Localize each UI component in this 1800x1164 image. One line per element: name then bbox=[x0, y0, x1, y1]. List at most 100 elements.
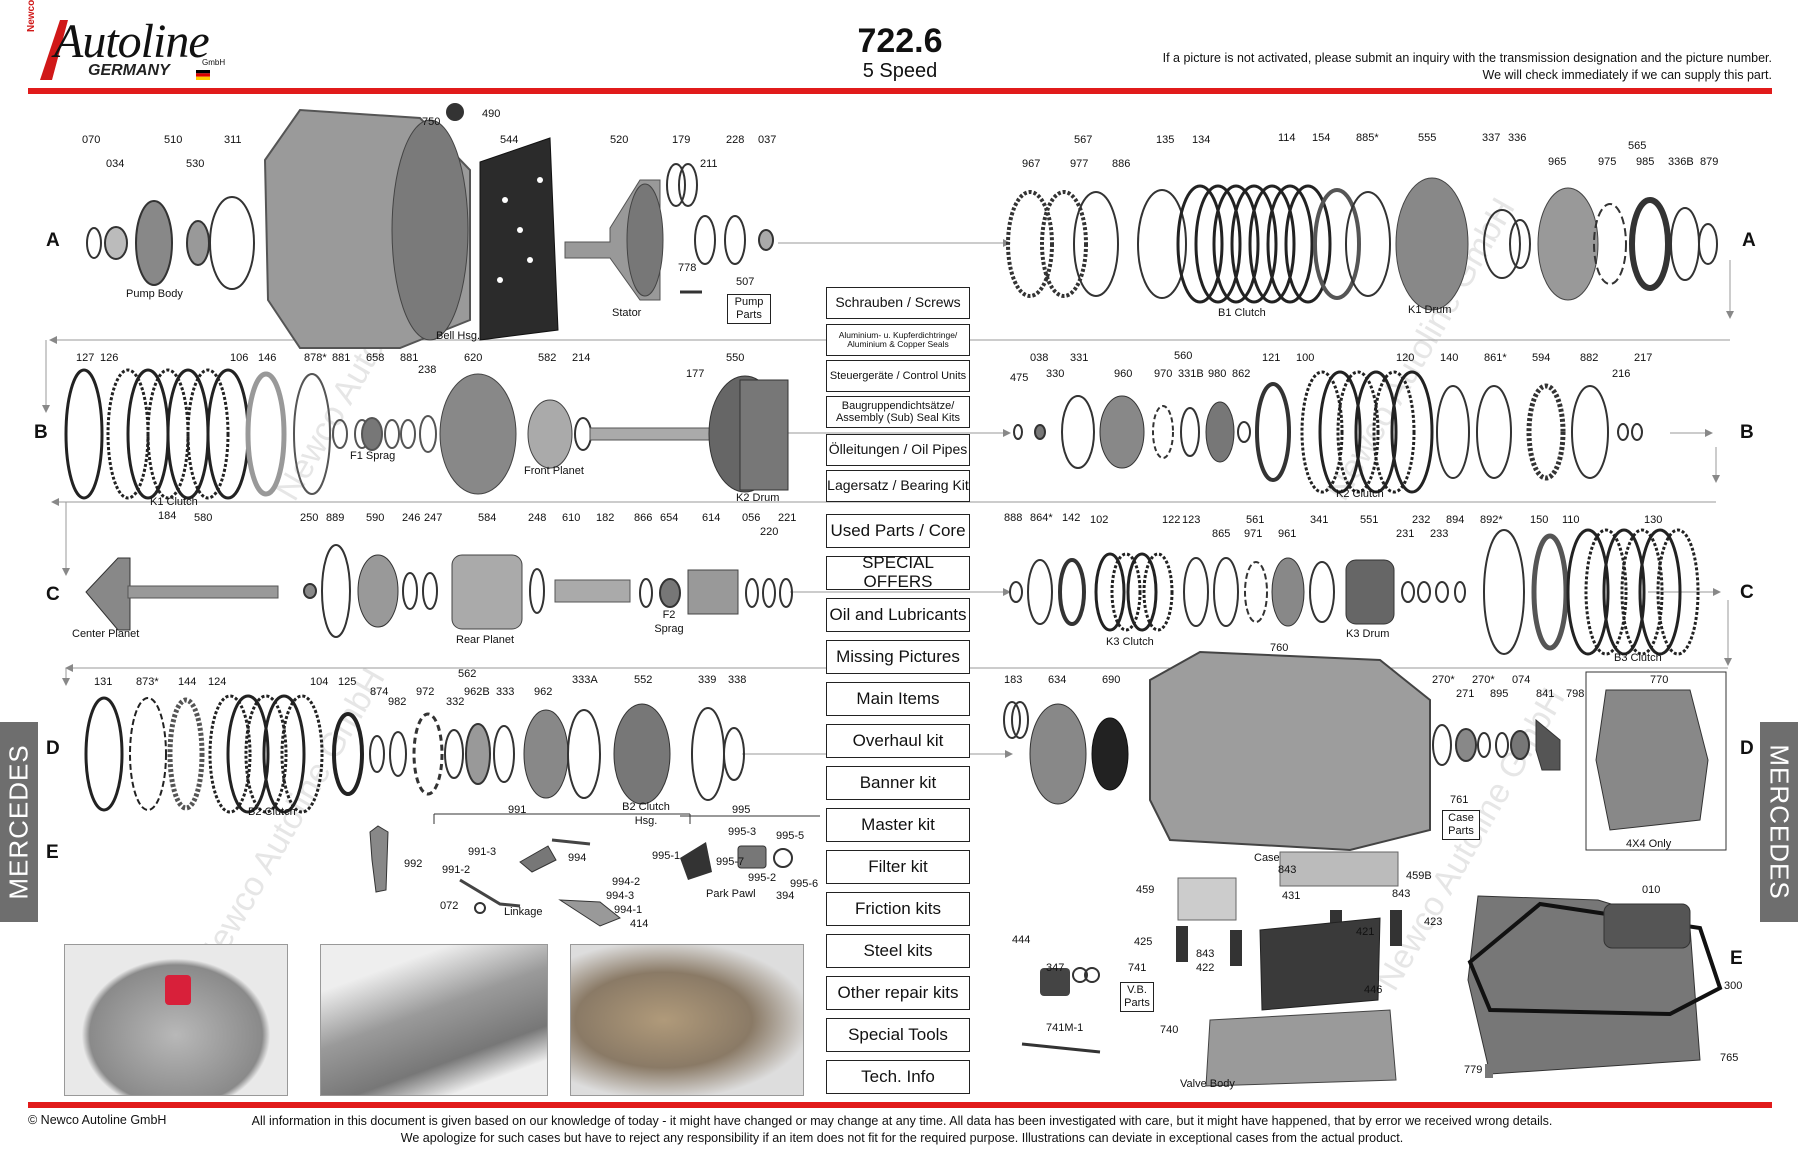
label-k3-drum[interactable]: K3 Drum bbox=[1346, 628, 1390, 640]
part-number[interactable]: 977 bbox=[1070, 158, 1089, 170]
label-vb-parts[interactable]: V.B. Parts bbox=[1120, 982, 1154, 1012]
part-number[interactable]: 778 bbox=[678, 262, 697, 274]
part-number[interactable]: 620 bbox=[464, 352, 483, 364]
part-number[interactable]: 311 bbox=[224, 134, 242, 146]
menu-friction-kits[interactable]: Friction kits bbox=[826, 892, 970, 926]
part-number[interactable]: 228 bbox=[726, 134, 745, 146]
part-number[interactable]: 654 bbox=[660, 512, 679, 524]
part-number[interactable]: 760 bbox=[1270, 642, 1289, 654]
part-number[interactable]: 270* bbox=[1472, 674, 1495, 686]
part-number[interactable]: 994-1 bbox=[614, 904, 643, 916]
part-number[interactable]: 134 bbox=[1192, 134, 1211, 146]
part-number[interactable]: 610 bbox=[562, 512, 581, 524]
part-number[interactable]: 582 bbox=[538, 352, 557, 364]
part-number[interactable]: 248 bbox=[528, 512, 547, 524]
part-number[interactable]: 991 bbox=[508, 804, 527, 816]
left-brand-tab[interactable]: MERCEDES bbox=[0, 722, 38, 922]
label-b2-clutch-hsg[interactable]: B2 Clutch Hsg. bbox=[622, 801, 670, 827]
part-number[interactable]: 994-3 bbox=[606, 890, 635, 902]
label-f1-sprag[interactable]: F1 Sprag bbox=[350, 450, 396, 462]
part-number[interactable]: 247 bbox=[424, 512, 443, 524]
part-number[interactable]: 881 bbox=[400, 352, 419, 364]
menu-used-parts[interactable]: Used Parts / Core bbox=[826, 514, 970, 548]
part-number[interactable]: 336B bbox=[1668, 156, 1694, 168]
part-number[interactable]: 994-2 bbox=[612, 876, 641, 888]
label-k3-clutch[interactable]: K3 Clutch bbox=[1106, 636, 1154, 648]
part-number[interactable]: 960 bbox=[1114, 368, 1133, 380]
part-number[interactable]: 142 bbox=[1062, 512, 1081, 524]
part-number[interactable]: 894 bbox=[1446, 514, 1465, 526]
part-number[interactable]: 843 bbox=[1392, 888, 1411, 900]
part-number[interactable]: 056 bbox=[742, 512, 761, 524]
part-number[interactable]: 741M-1 bbox=[1046, 1022, 1084, 1034]
part-number[interactable]: 507 bbox=[736, 276, 755, 288]
part-number[interactable]: 444 bbox=[1012, 934, 1031, 946]
label-pump-body[interactable]: Pump Body bbox=[126, 288, 183, 300]
part-number[interactable]: 127 bbox=[76, 352, 95, 364]
part-number[interactable]: 110 bbox=[1562, 514, 1580, 526]
part-number[interactable]: 634 bbox=[1048, 674, 1067, 686]
part-number[interactable]: 962B bbox=[464, 686, 490, 698]
part-number[interactable]: 072 bbox=[440, 900, 459, 912]
label-center-planet[interactable]: Center Planet bbox=[72, 628, 140, 640]
part-number[interactable]: 982 bbox=[388, 696, 407, 708]
menu-special-tools[interactable]: Special Tools bbox=[826, 1018, 970, 1052]
part-number[interactable]: 131 bbox=[94, 676, 113, 688]
part-number[interactable]: 991-2 bbox=[442, 864, 471, 876]
part-number[interactable]: 123 bbox=[1182, 514, 1201, 526]
part-number[interactable]: 555 bbox=[1418, 132, 1437, 144]
part-number[interactable]: 961 bbox=[1278, 528, 1297, 540]
part-number[interactable]: 246 bbox=[402, 512, 421, 524]
menu-oil-lubricants[interactable]: Oil and Lubricants bbox=[826, 598, 970, 632]
label-park-pawl[interactable]: Park Pawl bbox=[706, 888, 756, 900]
part-number[interactable]: 658 bbox=[366, 352, 385, 364]
label-front-planet[interactable]: Front Planet bbox=[524, 465, 584, 477]
part-number[interactable]: 038 bbox=[1030, 352, 1049, 364]
part-number[interactable]: 238 bbox=[418, 364, 437, 376]
part-number[interactable]: 332 bbox=[446, 696, 465, 708]
label-case[interactable]: Case bbox=[1254, 852, 1280, 864]
part-number[interactable]: 992 bbox=[404, 858, 423, 870]
part-number[interactable]: 126 bbox=[100, 352, 119, 364]
part-number[interactable]: 232 bbox=[1412, 514, 1431, 526]
menu-bearing-kit[interactable]: Lagersatz / Bearing Kit bbox=[826, 470, 970, 502]
part-number[interactable]: 584 bbox=[478, 512, 497, 524]
part-number[interactable]: 761 bbox=[1450, 794, 1469, 806]
part-number[interactable]: 231 bbox=[1396, 528, 1415, 540]
right-brand-tab[interactable]: MERCEDES bbox=[1760, 722, 1798, 922]
part-number[interactable]: 104 bbox=[310, 676, 329, 688]
part-number[interactable]: 962 bbox=[534, 686, 553, 698]
part-number[interactable]: 233 bbox=[1430, 528, 1449, 540]
part-number[interactable]: 886 bbox=[1112, 158, 1131, 170]
menu-seals[interactable]: Aluminium- u. Kupferdichtringe/ Aluminiu… bbox=[826, 324, 970, 356]
part-number[interactable]: 882 bbox=[1580, 352, 1599, 364]
part-number[interactable]: 459 bbox=[1136, 884, 1155, 896]
part-number[interactable]: 843 bbox=[1278, 864, 1297, 876]
part-number[interactable]: 879 bbox=[1700, 156, 1719, 168]
part-number[interactable]: 475 bbox=[1010, 372, 1029, 384]
part-number[interactable]: 106 bbox=[230, 352, 249, 364]
part-number[interactable]: 590 bbox=[366, 512, 385, 524]
label-b1-clutch[interactable]: B1 Clutch bbox=[1218, 307, 1266, 319]
part-number[interactable]: 270* bbox=[1432, 674, 1455, 686]
part-number[interactable]: 885* bbox=[1356, 132, 1379, 144]
part-number[interactable]: 580 bbox=[194, 512, 213, 524]
label-4x4-only[interactable]: 4X4 Only bbox=[1626, 838, 1672, 850]
part-number[interactable]: 146 bbox=[258, 352, 277, 364]
part-number[interactable]: 337 bbox=[1482, 132, 1501, 144]
menu-special-offers[interactable]: SPECIAL OFFERS bbox=[826, 553, 970, 591]
part-number[interactable]: 562 bbox=[458, 668, 477, 680]
part-number[interactable]: 217 bbox=[1634, 352, 1653, 364]
part-number[interactable]: 864* bbox=[1030, 512, 1053, 524]
part-number[interactable]: 490 bbox=[482, 108, 501, 120]
part-number[interactable]: 220 bbox=[760, 526, 779, 538]
label-stator[interactable]: Stator bbox=[612, 307, 642, 319]
label-b2-clutch[interactable]: B2 Clutch bbox=[248, 806, 296, 818]
part-number[interactable]: 102 bbox=[1090, 514, 1109, 526]
part-number[interactable]: 861* bbox=[1484, 352, 1507, 364]
part-number[interactable]: 798 bbox=[1566, 688, 1585, 700]
label-b3-clutch[interactable]: B3 Clutch bbox=[1614, 652, 1662, 664]
part-number[interactable]: 333A bbox=[572, 674, 598, 686]
part-number[interactable]: 550 bbox=[726, 352, 745, 364]
part-number[interactable]: 510 bbox=[164, 134, 183, 146]
